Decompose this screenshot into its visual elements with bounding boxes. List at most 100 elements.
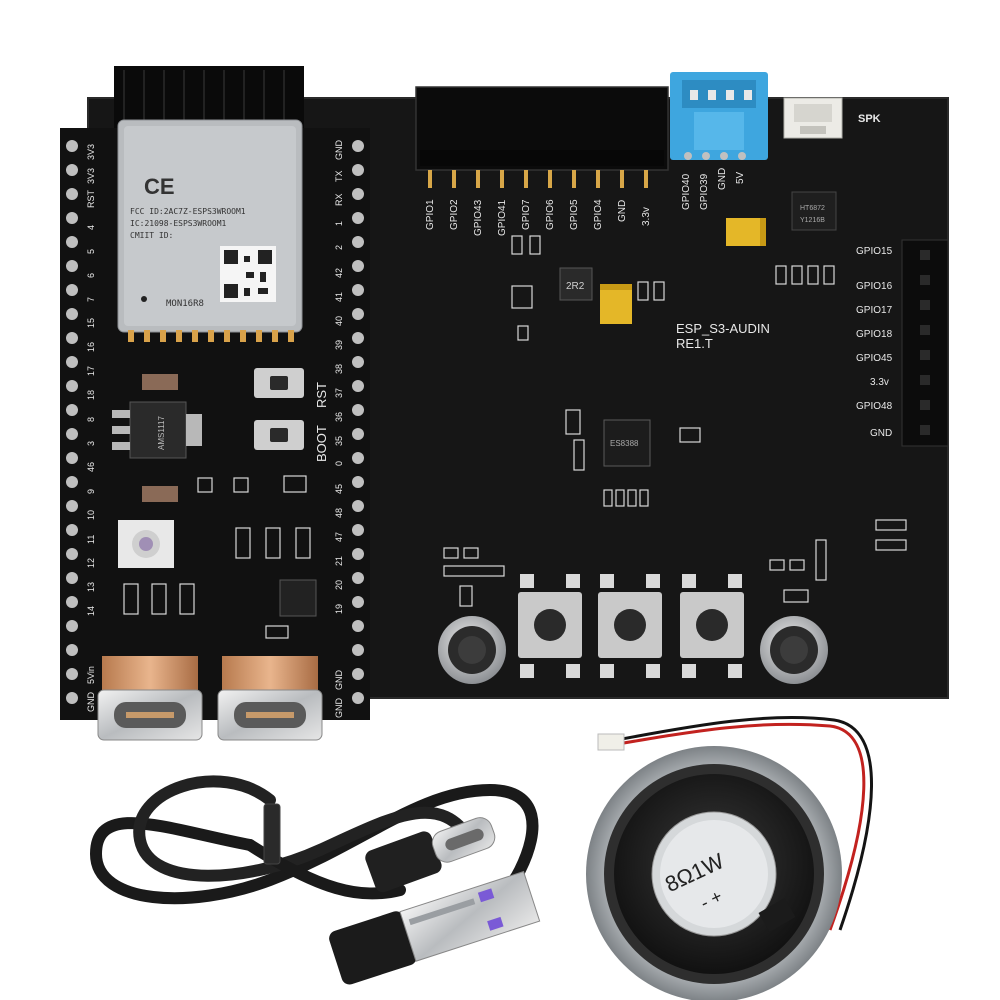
pin-label: TX <box>334 170 344 182</box>
pin-label: 38 <box>334 364 344 374</box>
header-pin-label: GPIO1 <box>425 199 436 230</box>
module-fcc-id: FCC ID:2AC7Z-ESPS3WROOM1 <box>130 207 246 216</box>
usb-c-plug <box>365 817 496 893</box>
smd-components <box>443 235 907 607</box>
header-pin-label: GPIO4 <box>593 199 604 230</box>
pin-label: 13 <box>86 582 96 592</box>
usb-uart-chip <box>279 579 317 617</box>
pin-label: 8 <box>86 417 96 422</box>
connector-pin-label: GPIO40 <box>681 173 692 210</box>
pin-label: 3V3 <box>86 144 96 160</box>
rst-button[interactable] <box>254 368 304 398</box>
header-pin-labels: GPIO1 GPIO2 GPIO43 GPIO41 GPIO7 GPIO6 <box>425 170 652 236</box>
pin-label: 18 <box>86 390 96 400</box>
module-cmiit-id: CMIIT ID: <box>130 231 173 240</box>
resistor <box>142 486 178 502</box>
boot-label: BOOT <box>314 425 329 462</box>
pin-label: 20 <box>334 580 344 590</box>
right-pin-label: GPIO48 <box>856 401 893 412</box>
pin-label: GND <box>334 670 344 691</box>
inductor: 2R2 <box>559 267 593 301</box>
header-pin-label: GPIO43 <box>473 199 484 236</box>
spk-label: SPK <box>858 113 881 125</box>
microphone-right <box>760 616 828 684</box>
codec-chip: ES8388 <box>603 419 651 467</box>
microphone-left <box>438 616 506 684</box>
blue-connector-labels: GPIO40 GPIO39 GND 5V <box>681 168 746 210</box>
pin-label: 4 <box>86 225 96 230</box>
pin-label: RX <box>334 193 344 206</box>
tactile-button[interactable] <box>598 574 662 678</box>
pin-label: 6 <box>86 273 96 278</box>
pin-label: 0 <box>334 461 344 466</box>
right-pin-label: GPIO16 <box>856 281 893 292</box>
regulator-marking: AMS1117 <box>157 416 166 450</box>
tactile-button[interactable] <box>680 574 744 678</box>
speaker-terminal <box>758 897 796 933</box>
qr-code <box>220 246 276 302</box>
pin-label: 15 <box>86 318 96 328</box>
voltage-regulator: AMS1117 <box>112 401 202 459</box>
pin-label: 1 <box>334 221 344 226</box>
female-pin-header <box>415 86 669 171</box>
right-pin-label: GND <box>870 428 892 439</box>
pin-label: 45 <box>334 484 344 494</box>
codec-chip-marking: ES8388 <box>610 439 639 448</box>
tantalum-capacitor <box>600 284 632 324</box>
pin-label: 5Vin <box>86 666 96 684</box>
header-pin-label: GPIO41 <box>497 199 508 236</box>
rst-label: RST <box>314 382 329 408</box>
pin-label: 47 <box>334 532 344 542</box>
usb-a-plug <box>329 870 541 985</box>
speaker: 8Ω1W - + <box>586 716 873 1000</box>
pin-label: 21 <box>334 556 344 566</box>
amp-chip-marking: Y1216B <box>800 217 825 224</box>
connector-pin-label: 5V <box>735 171 746 184</box>
usb-c-port-right <box>217 656 323 741</box>
pin-label: 36 <box>334 412 344 422</box>
pin-label: GND <box>334 698 344 719</box>
pin-label: 3 <box>86 441 96 446</box>
pin-label: 5 <box>86 249 96 254</box>
speaker-connector: SPK <box>783 97 881 139</box>
esp32-s3-devkit: CE FCC ID:2AC7Z-ESPS3WROOM1 IC:21098-ESP… <box>60 66 370 741</box>
pin-label: 16 <box>86 342 96 352</box>
pin-label: 17 <box>86 366 96 376</box>
header-pin-label: GPIO2 <box>449 199 460 230</box>
tactile-button[interactable] <box>518 574 582 678</box>
boot-button[interactable] <box>254 420 304 450</box>
board-revision: RE1.T <box>676 336 713 351</box>
right-pin-label: GPIO15 <box>856 246 893 257</box>
header-pin-label: GPIO6 <box>545 199 556 230</box>
pin-label: 35 <box>334 436 344 446</box>
pin-label: 37 <box>334 388 344 398</box>
right-pin-header <box>901 239 949 447</box>
pin-label: 9 <box>86 489 96 494</box>
connector-pin-label: GND <box>717 168 728 190</box>
pin-label: 14 <box>86 606 96 616</box>
pin-label: 2 <box>334 245 344 250</box>
inductor-marking: 2R2 <box>566 281 585 292</box>
pin-label: 46 <box>86 462 96 472</box>
amplifier-chip: HT6872 Y1216B <box>791 191 837 231</box>
pin-label: 3V3 <box>86 168 96 184</box>
right-pin-labels: GND TX RX 1 2 42 41 40 39 38 37 36 35 0 … <box>334 140 344 719</box>
amp-chip-marking: HT6872 <box>800 205 825 212</box>
pin-label: 41 <box>334 292 344 302</box>
header-pin-label: GND <box>617 200 628 222</box>
board-title: ESP_S3-AUDIN <box>676 321 770 336</box>
right-pin-label: GPIO45 <box>856 353 893 364</box>
right-pin-label: 3.3v <box>870 377 889 388</box>
pin-label: 39 <box>334 340 344 350</box>
left-pin-labels: 3V3 3V3 RST 4 5 6 7 15 16 17 18 8 3 46 9… <box>86 144 96 712</box>
smd-components <box>123 475 311 639</box>
right-header-labels: GPIO15 GPIO16 GPIO17 GPIO18 GPIO45 3.3v … <box>856 246 893 439</box>
wroom-module: CE FCC ID:2AC7Z-ESPS3WROOM1 IC:21098-ESP… <box>117 119 303 342</box>
pin-label: GND <box>86 692 96 713</box>
pin-label: 48 <box>334 508 344 518</box>
usb-cable <box>89 775 541 985</box>
blue-connector <box>670 72 768 160</box>
pin-label: 10 <box>86 510 96 520</box>
pin-label: RST <box>86 189 96 208</box>
